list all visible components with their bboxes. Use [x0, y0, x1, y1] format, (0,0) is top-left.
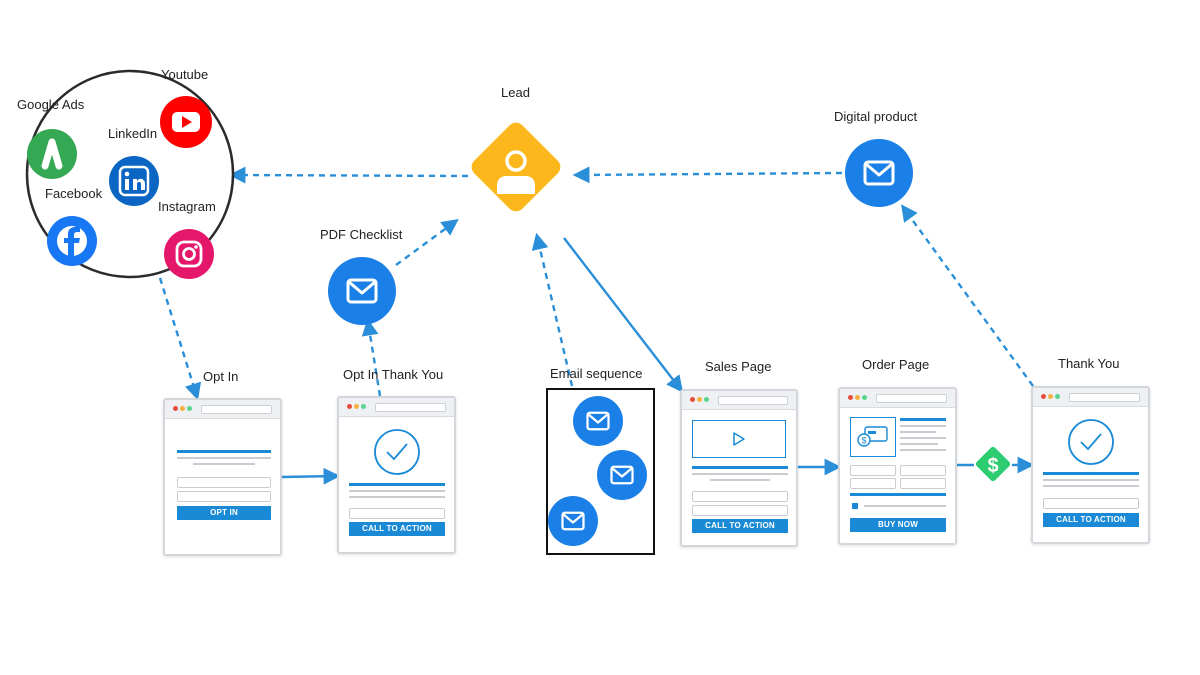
browser-bar: [682, 391, 796, 410]
arrow-digital-product-to-lead: [572, 166, 843, 184]
facebook-label: Facebook: [45, 186, 103, 201]
dollar-icon: $: [987, 455, 998, 477]
instagram-label: Instagram: [158, 199, 216, 214]
email-sequence-icons: [548, 396, 647, 546]
sales-page-title: Sales Page: [705, 359, 772, 374]
youtube-icon[interactable]: [160, 96, 212, 148]
payment-node[interactable]: $: [975, 446, 1012, 483]
content-field: [692, 505, 788, 516]
thank-you-title: Thank You: [1058, 356, 1120, 371]
digital-product-label: Digital product: [834, 109, 918, 124]
check-circle-icon: [374, 429, 420, 475]
content-field: [1043, 498, 1139, 509]
opt-in-button[interactable]: OPT IN: [177, 506, 271, 520]
arrow-opt-in-to-thank-you: [281, 467, 341, 485]
browser-bar: [339, 398, 454, 417]
video-player[interactable]: [692, 420, 786, 458]
order-page[interactable]: $ BUY NOW: [838, 387, 957, 545]
content-field: [692, 491, 788, 502]
arrow-lead-to-sales-page: [563, 237, 684, 393]
form-field[interactable]: [850, 465, 896, 476]
thank-you-page[interactable]: CALL TO ACTION: [1031, 386, 1150, 544]
arrow-email-sequence-to-lead: [531, 232, 574, 387]
envelope-icon: [597, 450, 647, 500]
email-sequence-label: Email sequence: [550, 366, 643, 381]
form-field[interactable]: [850, 478, 896, 489]
instagram-icon[interactable]: [164, 229, 214, 279]
facebook-icon[interactable]: [47, 216, 97, 266]
buy-now-button[interactable]: BUY NOW: [850, 518, 946, 532]
svg-text:$: $: [861, 436, 866, 446]
call-to-action-button[interactable]: CALL TO ACTION: [692, 519, 788, 533]
content-field: [349, 508, 445, 519]
play-icon: [733, 432, 745, 446]
email-field[interactable]: [177, 491, 271, 502]
connections: [158, 166, 1035, 485]
opt-in-thank-you-page[interactable]: CALL TO ACTION: [337, 396, 456, 554]
checkbox[interactable]: [852, 503, 858, 509]
call-to-action-button[interactable]: CALL TO ACTION: [349, 522, 445, 536]
pdf-checklist-node[interactable]: [328, 257, 396, 325]
arrow-lead-to-sources: [228, 166, 469, 184]
credit-card-icon: $: [857, 426, 888, 447]
form-field[interactable]: [900, 465, 946, 476]
youtube-label: Youtube: [161, 67, 209, 82]
user-icon: [497, 150, 535, 194]
browser-bar: [840, 389, 955, 408]
envelope-icon: [573, 396, 623, 446]
browser-bar: [165, 400, 280, 419]
order-page-title: Order Page: [862, 357, 930, 372]
pdf-checklist-label: PDF Checklist: [320, 227, 403, 242]
sales-page[interactable]: CALL TO ACTION: [680, 389, 798, 547]
linkedin-label: LinkedIn: [108, 126, 158, 141]
opt-in-thank-you-title: Opt In Thank You: [343, 367, 444, 382]
lead-node[interactable]: [468, 119, 564, 215]
lead-label: Lead: [501, 85, 530, 100]
opt-in-title: Opt In: [203, 369, 239, 384]
email-sequence-box[interactable]: [546, 388, 655, 555]
linkedin-icon[interactable]: [109, 156, 159, 206]
arrow-sources-to-opt-in: [158, 277, 202, 401]
google-ads-label: Google Ads: [17, 97, 85, 112]
browser-bar: [1033, 388, 1148, 407]
google-ads-icon[interactable]: [27, 129, 77, 179]
arrow-thank-you-to-digital-product: [901, 204, 1034, 387]
digital-product-node[interactable]: [845, 139, 913, 207]
check-circle-icon: [1068, 419, 1114, 465]
call-to-action-button[interactable]: CALL TO ACTION: [1043, 513, 1139, 527]
arrow-thank-you-to-pdf: [361, 318, 382, 397]
product-image: $: [850, 417, 896, 457]
envelope-icon: [548, 496, 598, 546]
form-field[interactable]: [900, 478, 946, 489]
opt-in-page[interactable]: OPT IN: [163, 398, 282, 556]
name-field[interactable]: [177, 477, 271, 488]
arrow-pdf-to-lead: [395, 219, 459, 266]
